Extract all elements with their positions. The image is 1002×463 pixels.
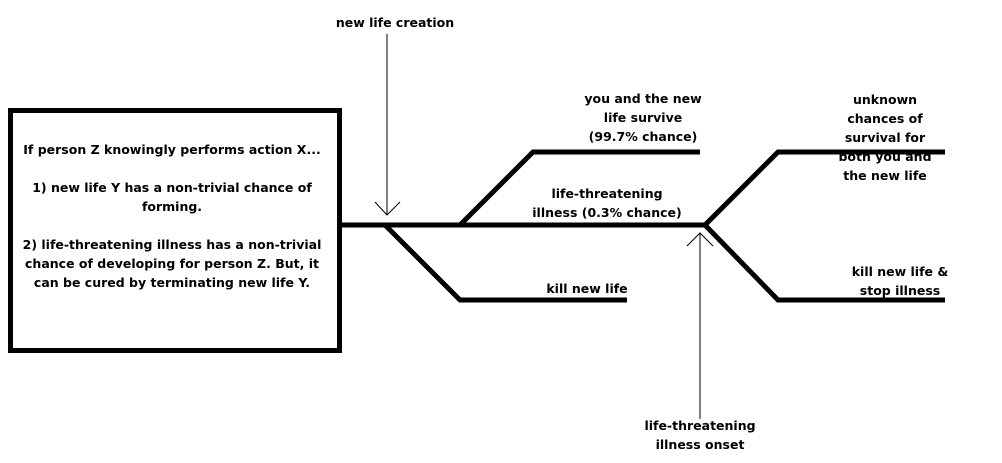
label-kill-new-life: kill new life xyxy=(546,281,628,296)
arrow-illness-onset xyxy=(686,232,714,419)
label-illness-onset: life-threatening illness onset xyxy=(644,418,756,452)
label-kill-stop: kill new life & stop illness xyxy=(851,264,949,298)
branch-kill-new-life xyxy=(383,223,627,303)
branch-kill-stop xyxy=(703,223,945,303)
branch-survive xyxy=(458,149,700,227)
label-new-life-creation: new life creation xyxy=(335,15,455,30)
label-survive: you and the new life survive (99.7% chan… xyxy=(584,91,702,144)
arrow-new-life-creation xyxy=(374,34,401,216)
premise-box xyxy=(8,108,342,353)
label-unknown: unknown chances of survival for both you… xyxy=(838,92,932,183)
branch-unknown xyxy=(703,149,945,227)
premise-text: If person Z knowingly performs action X.… xyxy=(22,142,322,290)
label-illness: life-threatening illness (0.3% chance) xyxy=(532,186,682,220)
